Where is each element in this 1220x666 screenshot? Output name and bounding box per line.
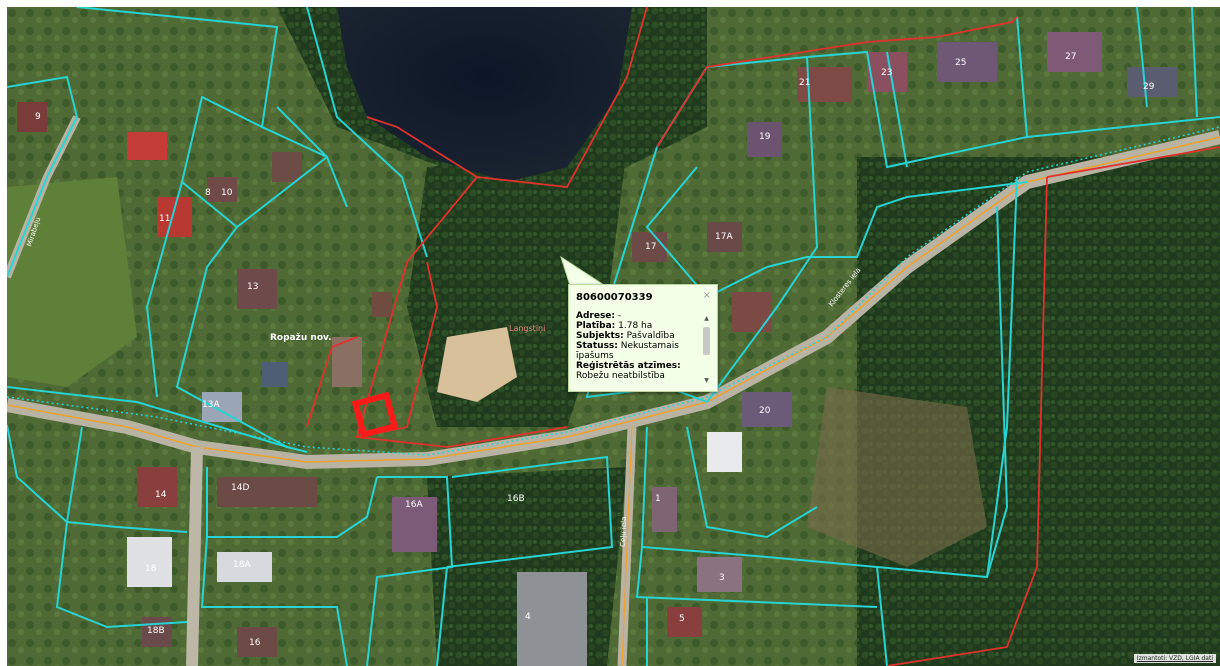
buildings <box>17 32 1177 666</box>
popup-body: Adrese: - Platība: 1.78 ha Subjekts: Paš… <box>576 311 696 387</box>
lot-label: 5 <box>679 614 685 624</box>
address-value: - <box>617 311 622 321</box>
lot-label: 20 <box>759 406 771 416</box>
street-label: Ceļu iela <box>619 517 629 548</box>
sand-clearing <box>437 327 517 402</box>
municipality-label: Ropažu nov. <box>270 333 332 343</box>
scroll-thumb[interactable] <box>703 327 710 355</box>
attribution[interactable]: Izmantoti: VZD, LGIA dati <box>1133 654 1216 663</box>
territory-boundary <box>306 7 1220 666</box>
lot-label: 1 <box>655 494 661 504</box>
lot-labels: 8 10 11 13 13A 14 14D 16 16A 16B 17 17A … <box>35 52 1155 648</box>
lot-label: 18B <box>147 626 165 636</box>
lot-label: 16B <box>507 494 525 504</box>
scroll-up-icon[interactable]: ▲ <box>704 315 709 322</box>
area-value: 1.78 ha <box>618 321 653 331</box>
map-viewport[interactable]: 8 10 11 13 13A 14 14D 16 16A 16B 17 17A … <box>7 7 1220 666</box>
lot-label: 18A <box>233 560 251 570</box>
lot-label: 23 <box>881 68 892 78</box>
dotted-boundary <box>7 126 1220 456</box>
marks-row: Reģistrētās atzīmes: Robežu neatbilstība <box>576 361 696 381</box>
marks-label: Reģistrētās atzīmes: <box>576 361 681 371</box>
field-left <box>7 177 137 387</box>
parcel-boundaries <box>7 7 1220 666</box>
lot-label: 18 <box>145 564 157 574</box>
side-road-ceju-line <box>621 426 633 666</box>
area-label: Platība: <box>576 321 616 331</box>
lot-label: 9 <box>35 112 41 122</box>
subject-label: Subjekts: <box>576 331 624 341</box>
lot-label: 21 <box>799 78 810 88</box>
status-label: Statuss: <box>576 341 618 351</box>
subject-row: Subjekts: Pašvaldība <box>576 331 696 341</box>
status-row: Statuss: Nekustamais īpašums <box>576 341 696 361</box>
lot-label: 16A <box>405 500 423 510</box>
lake <box>337 7 632 182</box>
lot-label: 14 <box>155 490 167 500</box>
lot-label: 27 <box>1065 52 1076 62</box>
scroll-down-icon[interactable]: ▼ <box>704 377 709 384</box>
popup-scrollbar[interactable]: ▲ ▼ <box>702 315 711 385</box>
lot-label: 25 <box>955 58 966 68</box>
lot-label: 8 <box>205 188 211 198</box>
lot-label: 4 <box>525 612 531 622</box>
lot-label: 13 <box>247 282 258 292</box>
lot-label: 17A <box>715 232 733 242</box>
lot-label: 11 <box>159 214 170 224</box>
subject-value: Pašvaldība <box>626 331 675 341</box>
lot-label: 16 <box>249 638 261 648</box>
lot-label: 17 <box>645 242 656 252</box>
main-road-centerline <box>7 136 1220 463</box>
map-canvas[interactable]: 8 10 11 13 13A 14 14D 16 16A 16B 17 17A … <box>7 7 1220 666</box>
address-label: Adrese: <box>576 311 616 321</box>
parcel-info-popup[interactable]: 80600070339 × Adrese: - Platība: 1.78 ha… <box>568 284 718 392</box>
marks-value: Robežu neatbilstība <box>576 371 665 381</box>
clearing-east <box>807 387 987 567</box>
lot-label: 3 <box>719 573 725 583</box>
lot-label: 14D <box>231 483 249 493</box>
address-row: Adrese: - <box>576 311 696 321</box>
lot-label: 13A <box>202 400 220 410</box>
place-label: Langstiņi <box>509 324 545 334</box>
lot-label: 19 <box>759 132 771 142</box>
lot-label: 10 <box>221 188 233 198</box>
side-road-south <box>186 446 203 666</box>
close-icon[interactable]: × <box>702 290 711 301</box>
popup-title: 80600070339 <box>576 292 653 303</box>
area-row: Platība: 1.78 ha <box>576 321 696 331</box>
status-value: Nekustamais īpašums <box>576 341 679 361</box>
selected-parcel[interactable] <box>351 391 399 439</box>
lot-label: 29 <box>1143 82 1155 92</box>
